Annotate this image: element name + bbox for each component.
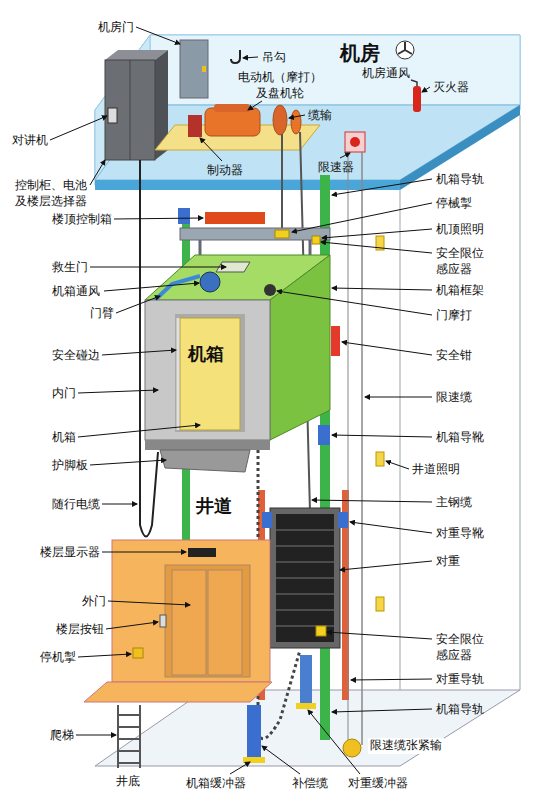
part-label: 安全钳 xyxy=(436,348,472,364)
part-label: 安全限位 感应器 xyxy=(436,246,488,277)
part-label: 灭火器 xyxy=(433,80,469,96)
part-label: 内门 xyxy=(52,386,76,402)
part-label: 机箱通风 xyxy=(52,284,100,300)
part-label: 机箱导靴 xyxy=(436,430,484,446)
part-label: 控制柜、电池 及楼层选择器 xyxy=(15,178,91,209)
part-label: 机箱框架 xyxy=(436,283,484,299)
part-label: 机箱导轨 xyxy=(436,172,484,188)
part-label: 护脚板 xyxy=(52,458,88,474)
part-label: 机顶照明 xyxy=(436,222,484,238)
part-label: 机箱导轨 xyxy=(436,702,484,718)
part-label: 停械掣 xyxy=(436,196,472,212)
part-label: 对讲机 xyxy=(12,133,48,149)
part-label: 限速缆张紧输 xyxy=(368,738,444,754)
area-title: 机箱 xyxy=(188,342,224,365)
part-label: 机箱缓冲器 xyxy=(186,776,246,792)
part-label: 安全碰边 xyxy=(52,348,100,364)
part-label: 门臂 xyxy=(90,306,114,322)
part-label: 外门 xyxy=(82,594,106,610)
part-label: 缆输 xyxy=(308,108,332,124)
area-title: 机房 xyxy=(340,40,380,66)
part-label: 吊勾 xyxy=(262,50,286,66)
part-label: 对重缓冲器 xyxy=(348,776,408,792)
part-label: 补偿缆 xyxy=(292,776,328,792)
part-label: 限速缆 xyxy=(436,390,472,406)
part-label: 对重导靴 xyxy=(436,526,484,542)
part-label: 爬梯 xyxy=(50,728,74,744)
part-label: 井道照明 xyxy=(412,462,460,478)
part-label: 电动机（摩打） 及盘机轮 xyxy=(236,70,324,101)
part-label: 救生门 xyxy=(52,260,88,276)
part-label: 机箱 xyxy=(52,430,76,446)
part-label: 制动器 xyxy=(207,163,243,179)
part-label: 机房门 xyxy=(98,20,134,36)
part-label: 机房通风 xyxy=(362,66,410,82)
part-label: 对重 xyxy=(436,554,460,570)
part-label: 楼层显示器 xyxy=(40,545,100,561)
part-label: 安全限位 感应器 xyxy=(436,632,488,663)
area-title: 井道 xyxy=(196,494,232,517)
part-label: 门摩打 xyxy=(436,308,472,324)
part-label: 楼顶控制箱 xyxy=(52,212,112,228)
part-label: 随行电缆 xyxy=(52,497,100,513)
part-label: 限速器 xyxy=(318,160,354,176)
part-label: 停机掣 xyxy=(40,650,76,666)
part-label: 楼层按钮 xyxy=(56,622,104,638)
part-label: 对重导轨 xyxy=(436,672,484,688)
part-label: 主钢缆 xyxy=(436,495,472,511)
part-label: 井底 xyxy=(116,774,140,790)
